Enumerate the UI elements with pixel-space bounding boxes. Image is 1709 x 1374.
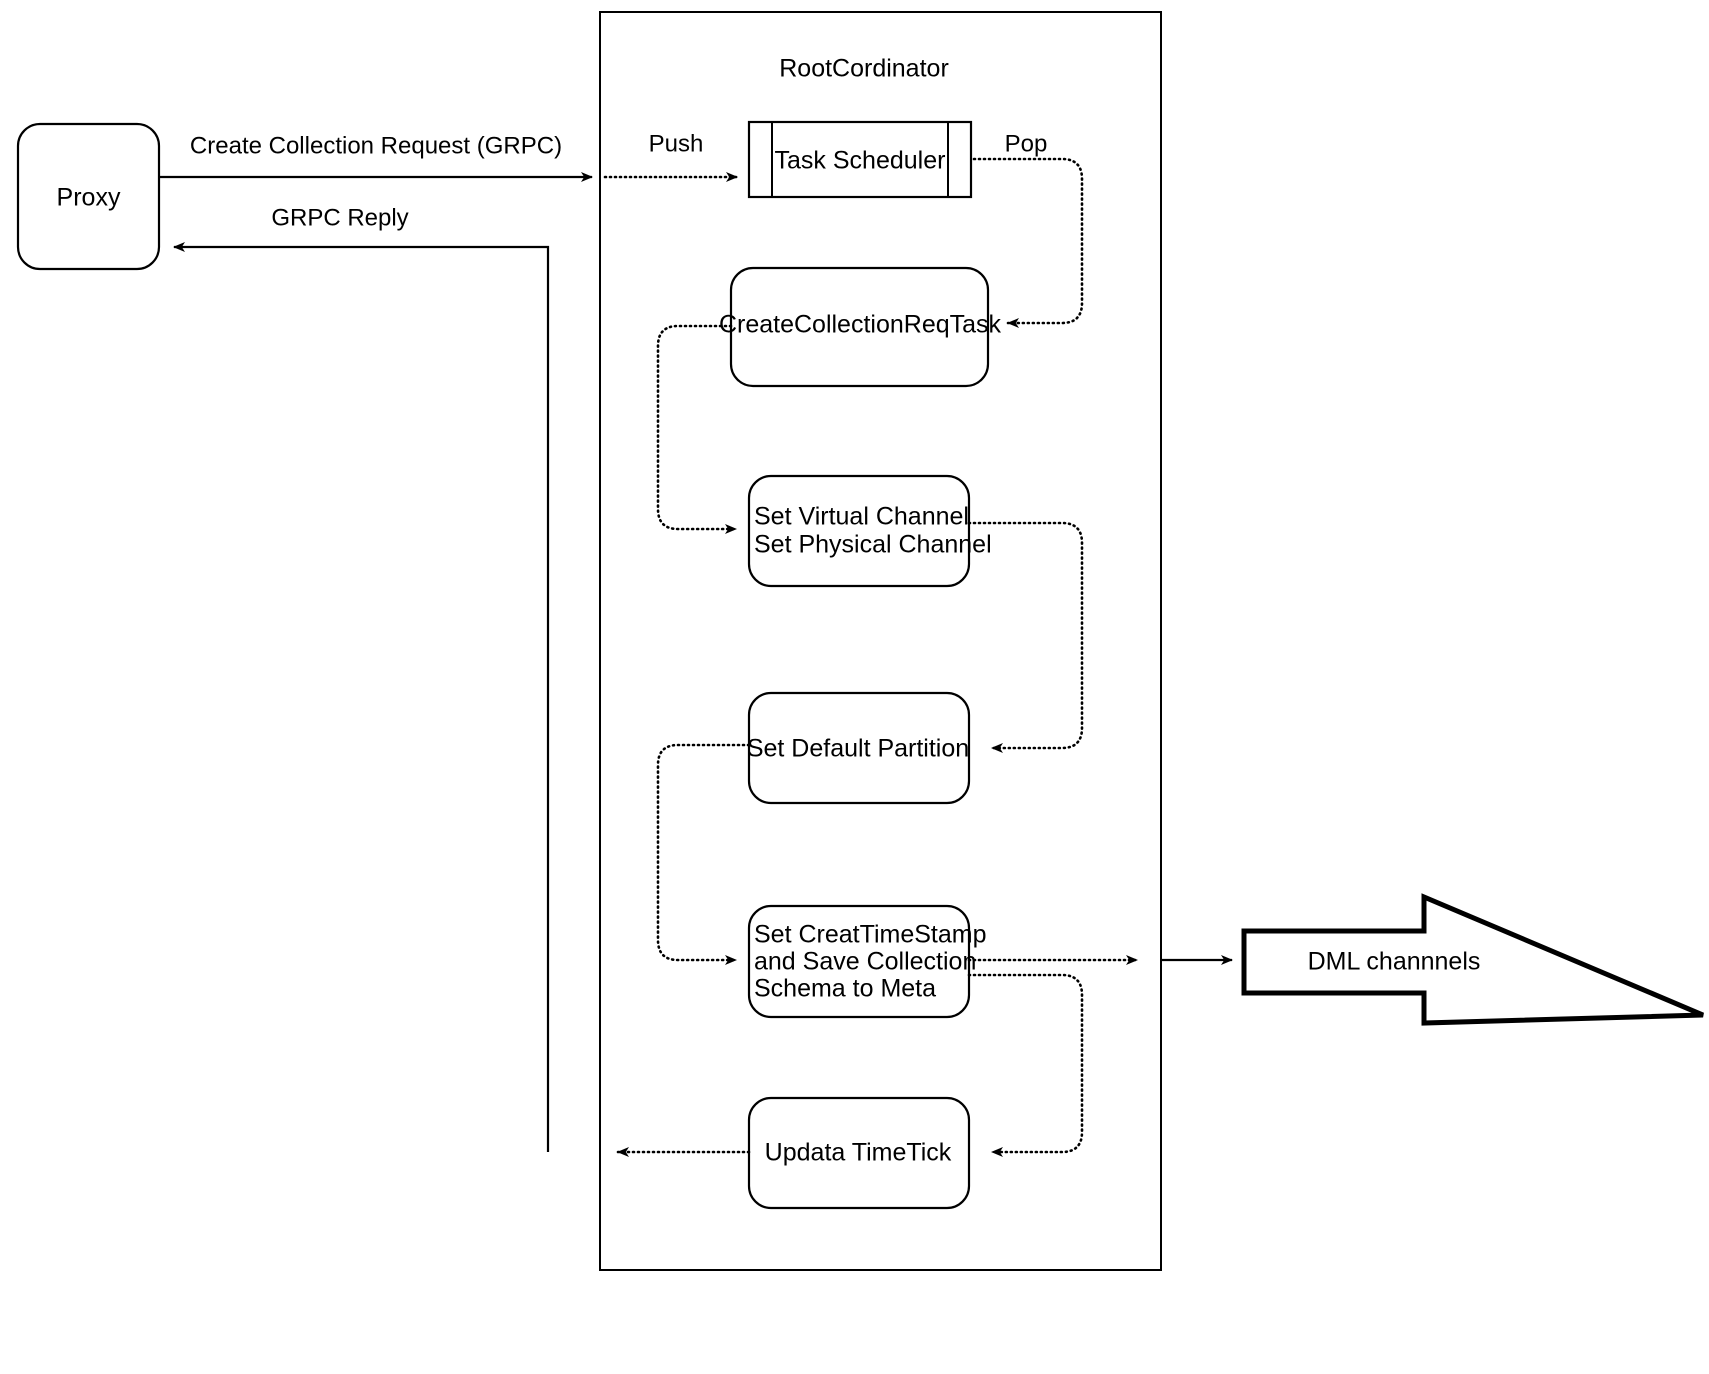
dml-channnels-node[interactable]: DML channnels (1241, 893, 1704, 1026)
proxy-node[interactable]: Proxy (16, 122, 161, 271)
and-save-collection-label: and Save Collection (754, 948, 976, 976)
create-collection-req-task-node[interactable]: CreateCollectionReqTask (719, 266, 1002, 388)
update-timetick-label: Updata TimeTick (765, 1139, 952, 1167)
create-collection-request-label: Create Collection Request (GRPC) (190, 132, 562, 159)
rootcordinator-container: RootCordinator (599, 11, 1162, 1271)
dml-channnels-label: DML channnels (1308, 948, 1481, 976)
edge-pop: Pop (972, 130, 1084, 328)
set-default-partition-node[interactable]: Set Default Partition (747, 691, 971, 805)
push-label: Push (649, 130, 704, 157)
set-virtual-channel-label: Set Virtual Channel (754, 503, 969, 531)
edge-timestamp-to-timetick (967, 973, 1084, 1157)
rootcordinator-label: RootCordinator (779, 55, 949, 83)
set-creattimestamp-label: Set CreatTimeStamp (754, 921, 986, 949)
edge-default-partition-to-timestamp (656, 743, 751, 965)
set-physical-channel-label: Set Physical Channel (754, 531, 992, 559)
update-timetick-node[interactable]: Updata TimeTick (747, 1096, 971, 1210)
set-default-partition-label: Set Default Partition (747, 735, 969, 763)
edge-task-to-set-channel (656, 324, 738, 534)
grpc-reply-label: GRPC Reply (271, 204, 408, 231)
task-scheduler-node[interactable]: Task Scheduler (747, 120, 973, 199)
pop-label: Pop (1005, 130, 1048, 157)
edge-create-collection-request: Create Collection Request (GRPC) (159, 132, 593, 182)
set-channel-node[interactable]: Set Virtual Channel Set Physical Channel (747, 474, 992, 588)
set-timestamp-save-schema-node[interactable]: Set CreatTimeStamp and Save Collection S… (747, 904, 986, 1019)
task-scheduler-label: Task Scheduler (775, 147, 946, 175)
edge-grpc-reply: GRPC Reply (173, 204, 550, 1152)
create-collection-req-task-label: CreateCollectionReqTask (719, 311, 1002, 339)
schema-to-meta-label: Schema to Meta (754, 975, 936, 1003)
edge-set-channel-to-default-partition (967, 521, 1084, 753)
edge-push: Push (603, 130, 739, 182)
proxy-label: Proxy (57, 184, 121, 212)
